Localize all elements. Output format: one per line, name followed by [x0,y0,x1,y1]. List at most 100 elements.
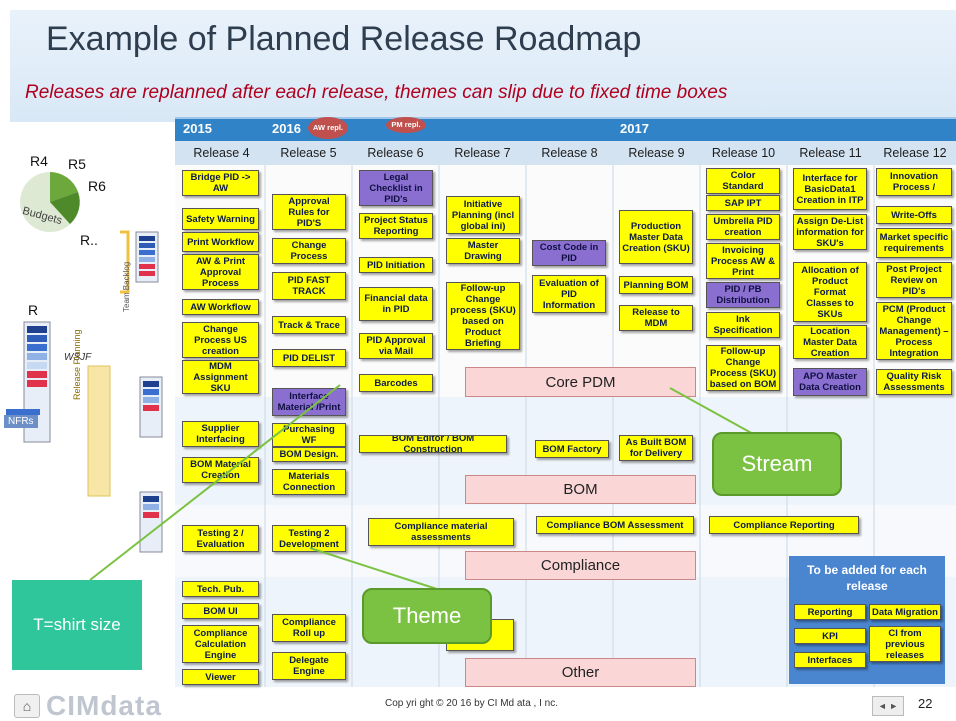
release-6: Release 6 [367,146,424,160]
label-r5: R5 [68,156,86,172]
label-rdots: R.. [80,232,98,248]
box-pid-approval-mail: PID Approval via Mail [359,333,433,359]
copyright-text: Cop yri ght © 20 16 by CI Md ata , I nc. [385,698,559,709]
box-pid-pb-distribution: PID / PB Distribution [706,282,780,308]
box-master-drawing: Master Drawing [446,238,520,264]
box-change-process: Change Process [272,238,346,264]
year-2017: 2017 [620,121,649,136]
box-interfaces: Interfaces [794,652,866,668]
box-release-to-mdm: Release to MDM [619,305,693,331]
callout-tshirt-size: T=shirt size [12,580,142,670]
stream-core-pdm: Core PDM [465,367,696,397]
stream-compliance: Compliance [465,551,696,580]
box-color-standard: Color Standard [706,168,780,194]
callout-stream: Stream [712,432,842,496]
label-r6: R6 [88,178,106,194]
box-bom-design: BOM Design. [272,447,346,462]
box-evaluation-pid: Evaluation of PID Information [532,275,606,313]
box-umbrella-pid: Umbrella PID creation [706,214,780,240]
box-location-master-data: Location Master Data Creation [793,325,867,359]
box-aw-print-approval: AW & Print Approval Process [182,254,259,290]
box-bom-factory: BOM Factory [535,440,609,458]
box-reporting: Reporting [794,604,866,620]
prev-next-nav[interactable]: ◄ ► [872,696,904,716]
box-data-migration: Data Migration [869,604,941,620]
box-as-built-bom: As Built BOM for Delivery [619,435,693,461]
box-quality-risk: Quality Risk Assessments [876,369,952,395]
box-planning-bom: Planning BOM [619,276,693,294]
box-testing-development: Testing 2 Development [272,525,346,552]
box-legal-checklist: Legal Checklist in PID's [359,170,433,206]
release-row [175,141,956,165]
box-write-offs: Write-Offs [876,206,952,224]
box-allocation-product-format: Allocation of Product Format Classes to … [793,262,867,322]
box-assign-delist: Assign De-List information for SKU's [793,214,867,250]
release-4: Release 4 [193,146,250,160]
box-aw-workflow: AW Workflow [182,299,259,315]
box-cost-code: Cost Code in PID [532,240,606,266]
box-compliance-bom-assessment: Compliance BOM Assessment [536,516,694,534]
year-2016: 2016 [272,121,301,136]
box-print-workflow: Print Workflow [182,232,259,252]
box-bom-ui: BOM UI [182,603,259,619]
callout-theme: Theme [362,588,492,644]
box-track-trace: Track & Trace [272,316,346,334]
box-testing-evaluation: Testing 2 / Evaluation [182,525,259,552]
box-compliance-material: Compliance material assessments [368,518,514,546]
box-compliance-calc-engine: Compliance Calculation Engine [182,625,259,663]
box-interface-basicdata: Interface for BasicData1 Creation in ITP [793,168,867,210]
box-followup-change-bom: Follow-up Change Process (SKU) based on … [706,345,780,391]
box-viewer: Viewer [182,669,259,685]
box-followup-change-sku: Follow-up Change process (SKU) based on … [446,282,520,350]
stream-other: Other [465,658,696,687]
box-project-status-reporting: Project Status Reporting [359,213,433,239]
box-sap-ipt: SAP IPT [706,195,780,211]
stream-bom: BOM [465,475,696,504]
release-10: Release 10 [711,146,776,160]
label-nfrs: NFRs [4,415,38,428]
slide-title: Example of Planned Release Roadmap [46,20,642,58]
label-wsjf: WSJF [64,352,92,363]
box-approval-rules: Approval Rules for PID'S [272,194,346,230]
box-bridge-pid-aw: Bridge PID -> AW [182,170,259,196]
slide-subtitle: Releases are replanned after each releas… [25,82,728,103]
box-safety-warning: Safety Warning [182,208,259,230]
box-production-master-data: Production Master Data Creation (SKU) [619,210,693,264]
box-pid-fast-track: PID FAST TRACK [272,272,346,300]
box-bom-editor: BOM Editor / BOM Construction [359,435,507,453]
box-mdm-assignment: MDM Assignment SKU [182,360,259,394]
label-r: R [28,302,39,318]
box-market-specific: Market specific requirements [876,228,952,258]
box-kpi: KPI [794,628,866,644]
cimdata-logo: CIMdata [46,690,162,721]
box-pid-delist: PID DELIST [272,349,346,367]
title-banner [10,10,956,122]
release-12: Release 12 [883,146,947,160]
box-supplier-interfacing: Supplier Interfacing [182,421,259,447]
box-pid-initiation: PID Initiation [359,257,433,273]
box-apo-master-data: APO Master Data Creation [793,368,867,396]
box-post-project-review: Post Project Review on PID's [876,262,952,298]
box-compliance-roll-up: Compliance Roll up [272,614,346,642]
page-number: 22 [918,696,933,711]
box-innovation-process: Innovation Process / [876,168,952,196]
box-materials-connection: Materials Connection [272,469,346,495]
box-tech-pub: Tech. Pub. [182,581,259,597]
box-interface-material-print: Interface Material /Print [272,388,346,416]
home-icon[interactable]: ⌂ [14,694,40,718]
box-barcodes: Barcodes [359,374,433,392]
box-change-process-us: Change Process US creation [182,322,259,358]
box-ink-specification: Ink Specification [706,312,780,338]
label-r4: R4 [30,153,48,169]
box-invoicing-process: Invoicing Process AW & Print [706,243,780,279]
release-7: Release 7 [454,146,511,160]
box-ci-previous: CI from previous releases [869,626,941,662]
box-purchasing-wf: Purchasing WF [272,423,346,447]
footer [0,690,956,721]
add-panel-heading: To be added for each release [807,563,927,593]
year-header [175,117,956,141]
aw-repl-oval: AW repl. [308,117,348,139]
